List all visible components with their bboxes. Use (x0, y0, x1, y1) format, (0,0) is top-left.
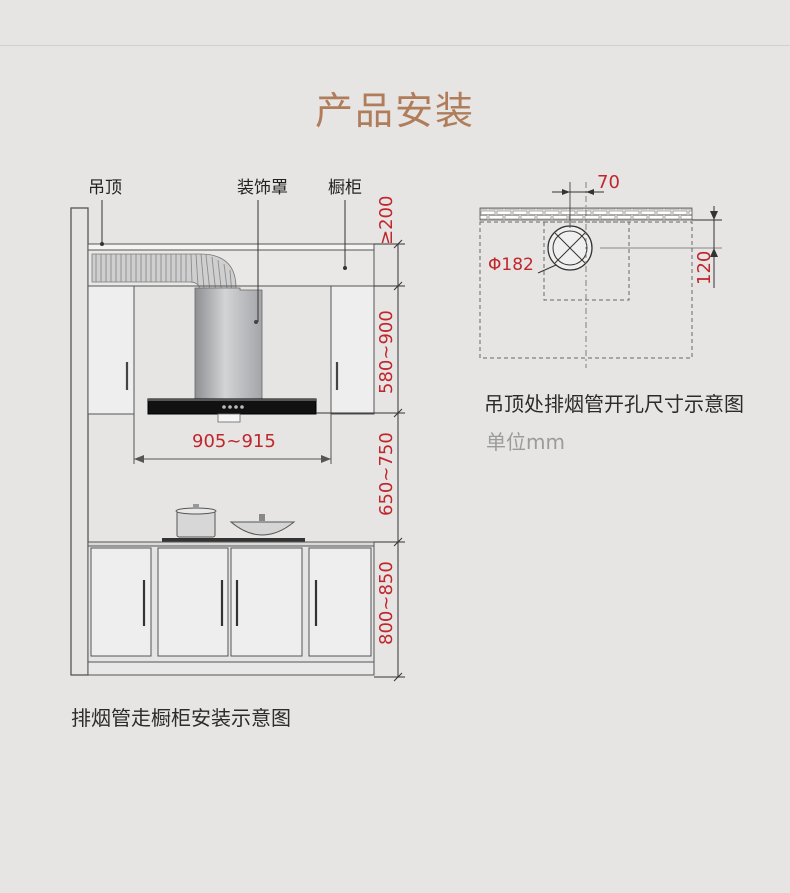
cabinet-plinth (87, 661, 375, 676)
lower-cabinet-handles (142, 580, 318, 626)
lower-door-3 (230, 547, 303, 657)
ceiling-hole-drawing (479, 182, 722, 368)
upper-cabinet-right (330, 285, 375, 415)
label-ceiling: 吊顶 (88, 178, 122, 198)
wok (229, 514, 296, 536)
oil-cup (217, 413, 241, 423)
ceiling-board (87, 243, 375, 251)
dim-top-clearance: ≥200 (376, 196, 397, 245)
dim-cook-height: 650~750 (376, 432, 397, 516)
upper-cabinet-left (87, 285, 135, 415)
top-divider (0, 45, 790, 46)
lower-door-1 (90, 547, 152, 657)
unit-label: 单位mm (486, 430, 565, 454)
dim-counter-height: 800~850 (376, 561, 397, 645)
dim-120: 120 (694, 251, 715, 285)
right-diagram-caption: 吊顶处排烟管开孔尺寸示意图 (484, 392, 744, 416)
dim-hood-height: 580~900 (376, 310, 397, 394)
page-title: 产品安装 (314, 89, 475, 133)
hood-control-buttons (222, 405, 244, 409)
countertop (87, 541, 375, 547)
duct-box-outline (543, 221, 630, 301)
kitchen-installation-drawing (70, 200, 405, 682)
hood-panel (147, 398, 317, 415)
label-decorative-cover: 装饰罩 (237, 178, 288, 198)
dim-diameter: Φ182 (488, 255, 534, 275)
dim-width: 905~915 (192, 431, 276, 452)
vertical-dimension-lines (316, 239, 405, 682)
lower-door-2 (157, 547, 229, 657)
cooktop (162, 538, 305, 542)
dim-70: 70 (597, 172, 620, 193)
label-cabinet: 橱柜 (328, 178, 362, 198)
cooking-pot (175, 504, 217, 538)
left-diagram-caption: 排烟管走橱柜安装示意图 (71, 706, 291, 730)
hood-chimney-cover (194, 287, 263, 401)
lower-door-4 (308, 547, 372, 657)
wall (70, 207, 89, 676)
